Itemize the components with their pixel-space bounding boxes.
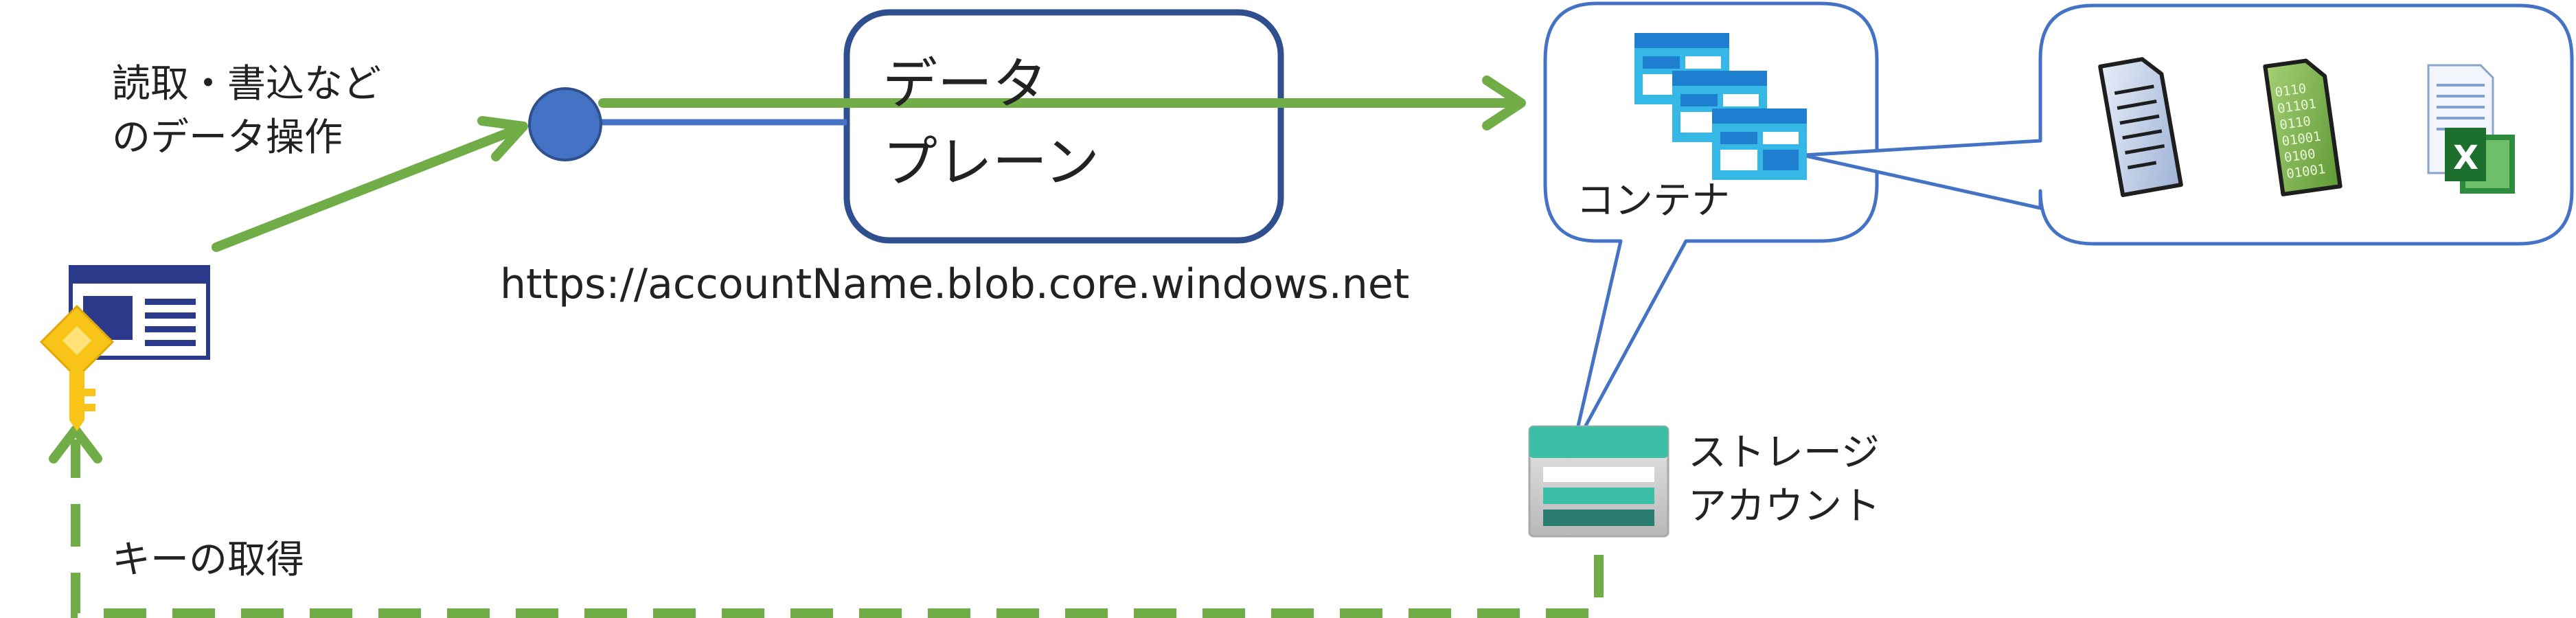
storage-account-label-line1: ストレージ	[1688, 431, 1880, 475]
data-operation-label: 読取・書込など のデータ操作	[112, 58, 381, 165]
storage-account-label-line2: アカウント	[1688, 484, 1880, 529]
storage-account-icon	[1528, 425, 1669, 538]
data-plane-label-line1: データ	[882, 52, 1047, 116]
key-icon	[39, 304, 115, 431]
data-plane-box	[843, 9, 1284, 244]
endpoint-node-icon	[528, 87, 602, 161]
binary-file-icon: 0110 01101 0110 01001 0100 01001	[2263, 58, 2343, 196]
get-key-path	[49, 425, 1604, 618]
get-key-label: キーの取得	[112, 538, 304, 582]
container-label: コンテナ	[1576, 179, 1730, 223]
excel-file-icon: X	[2427, 64, 2515, 194]
text-document-icon	[2098, 57, 2183, 198]
blob-container-stack-icon	[1634, 33, 1807, 180]
data-plane-label-line2: プレーン	[882, 130, 1099, 194]
data-operation-label-line2: のデータ操作	[112, 115, 343, 160]
arrow-endpoint-to-container	[598, 76, 1526, 130]
svg-text:X: X	[2453, 139, 2478, 177]
storage-account-label: ストレージ アカウント	[1688, 426, 1880, 534]
arrow-app-to-endpoint	[212, 116, 528, 252]
endpoint-url: https://accountName.blob.core.windows.ne…	[500, 260, 1410, 308]
data-operation-label-line1: 読取・書込など	[112, 62, 381, 106]
data-plane-label: データ プレーン	[882, 45, 1099, 202]
files-callout	[1801, 3, 2574, 246]
